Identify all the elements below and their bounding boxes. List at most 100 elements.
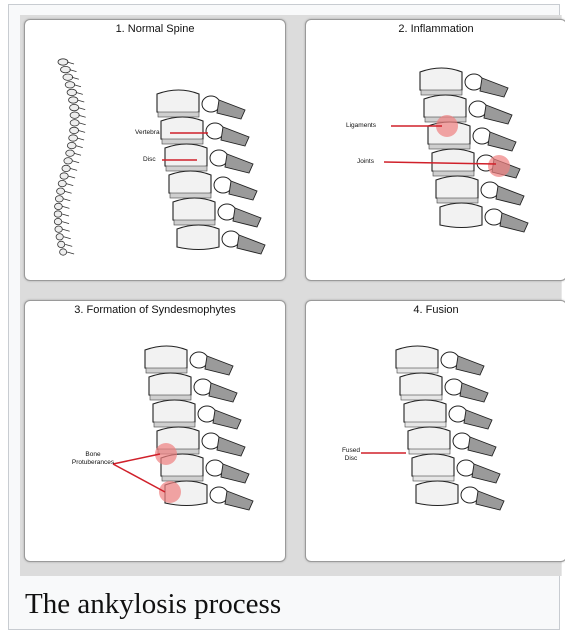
intervertebral-disc	[174, 220, 215, 225]
intervertebral-disc	[150, 395, 191, 400]
vertebral-body	[420, 68, 462, 93]
spinous-process	[484, 105, 512, 124]
spine-process-mark	[66, 184, 73, 186]
spine-vertebra-mark	[64, 158, 72, 164]
vertebral-body	[436, 176, 478, 201]
spine-vertebra-mark	[69, 135, 78, 141]
spine-process-mark	[79, 123, 86, 125]
spine-illustration	[25, 20, 285, 280]
spinous-process	[500, 213, 528, 232]
spine-process-mark	[63, 229, 70, 231]
vertebral-body	[440, 203, 482, 228]
spine-process-mark	[68, 176, 75, 178]
fused-disc	[409, 449, 450, 454]
spine-vertebra-mark	[70, 104, 79, 110]
spinous-process	[472, 464, 500, 483]
spinous-process	[233, 208, 261, 227]
vertebral-body	[416, 481, 458, 506]
spine-vertebra-mark	[69, 97, 78, 103]
fused-disc	[413, 476, 454, 481]
spine-process-mark	[78, 130, 85, 132]
vertebral-body	[161, 117, 203, 142]
spine-vertebra-mark	[63, 74, 73, 80]
spine-process-mark	[62, 222, 69, 224]
protuberance-highlight-lower	[159, 481, 181, 503]
spinous-process	[221, 127, 249, 146]
spine-process-mark	[79, 115, 86, 117]
spinous-process	[221, 464, 249, 483]
spinous-process	[460, 383, 488, 402]
spine-process-mark	[64, 237, 71, 239]
spine-vertebra-mark	[55, 203, 63, 209]
joints-label: Joints	[357, 158, 374, 166]
spine-process-mark	[63, 199, 70, 201]
vertebral-body	[432, 149, 474, 174]
panel-inflammation: 2. Inflammation Ligaments Joints	[305, 19, 565, 281]
spine-vertebra-mark	[70, 120, 79, 126]
spine-process-mark	[74, 85, 81, 87]
spine-segment	[420, 68, 528, 232]
vertebral-body	[404, 400, 446, 425]
spine-vertebra-mark	[67, 89, 77, 95]
vertebral-body	[169, 171, 211, 196]
vertebral-body	[145, 346, 187, 371]
spinous-process	[480, 78, 508, 97]
spinous-process	[205, 356, 233, 375]
spine-vertebra-mark	[54, 218, 61, 224]
vertebral-body	[157, 90, 199, 115]
ligaments-label: Ligaments	[346, 122, 376, 130]
fusion-illustration	[306, 301, 565, 561]
spinous-process	[488, 132, 516, 151]
intervertebral-disc	[166, 166, 207, 171]
figure-frame: 1. Normal Spine Vertebra Disc 2. Inflamm…	[8, 4, 560, 630]
spine-process-mark	[62, 214, 69, 216]
vertebral-body	[396, 346, 438, 371]
intervertebral-disc	[170, 193, 211, 198]
spine-segment	[157, 90, 265, 254]
spine-vertebra-mark	[66, 150, 75, 156]
vertebral-body	[412, 454, 454, 479]
spine-vertebra-mark	[57, 188, 65, 194]
spine-process-mark	[77, 138, 84, 140]
spine-vertebra-mark	[56, 234, 63, 240]
spine-segment	[145, 346, 253, 510]
spine-process-mark	[67, 252, 74, 254]
full-spine-drawing	[54, 59, 86, 255]
intervertebral-disc	[158, 112, 199, 117]
spine-vertebra-mark	[67, 142, 76, 148]
vertebral-body	[177, 225, 219, 250]
protuberance-pointer-line-lower	[113, 464, 165, 492]
intervertebral-disc	[162, 139, 203, 144]
spinous-process	[217, 437, 245, 456]
joint-inflammation-highlight	[488, 155, 510, 177]
spine-vertebra-mark	[60, 249, 67, 255]
fused-spine-segment	[396, 346, 504, 510]
intervertebral-disc	[437, 198, 478, 203]
vertebral-body	[400, 373, 442, 398]
spine-vertebra-mark	[65, 82, 75, 88]
spine-vertebra-mark	[60, 173, 68, 179]
panel-syndesmophytes: 3. Formation of Syndesmophytes Bone Prot…	[24, 300, 286, 562]
fused-disc	[397, 368, 438, 373]
spine-vertebra-mark	[58, 241, 65, 247]
spine-process-mark	[62, 206, 69, 208]
vertebral-body	[408, 427, 450, 452]
figure-caption: The ankylosis process	[25, 588, 281, 621]
spine-process-mark	[65, 244, 72, 246]
spine-process-mark	[65, 191, 72, 193]
spinous-process	[213, 410, 241, 429]
syndesmophytes-illustration	[25, 301, 285, 561]
vertebra-label: Vertebra	[135, 129, 160, 137]
spine-process-mark	[72, 161, 79, 163]
spine-vertebra-mark	[62, 165, 70, 171]
inflammation-illustration	[306, 20, 565, 280]
intervertebral-disc	[429, 144, 470, 149]
spine-vertebra-mark	[55, 196, 63, 202]
intervertebral-disc	[154, 422, 195, 427]
vertebral-body	[149, 373, 191, 398]
fused-label-line2: Disc	[336, 455, 366, 463]
spinous-process	[217, 100, 245, 119]
intervertebral-disc	[146, 368, 187, 373]
spine-vertebra-mark	[61, 66, 71, 72]
spine-process-mark	[76, 146, 83, 148]
